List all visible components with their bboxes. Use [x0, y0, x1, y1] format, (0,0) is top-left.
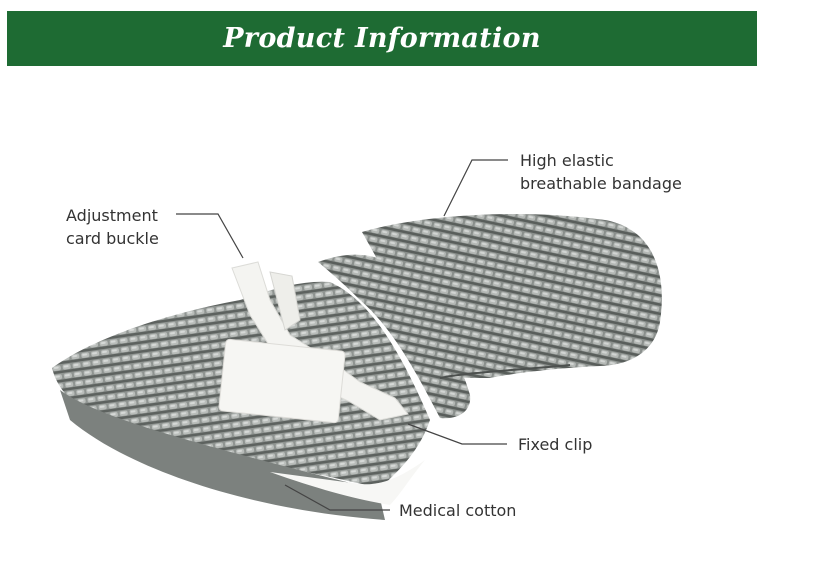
callout-buckle-line1: Adjustment — [66, 206, 158, 225]
callout-adjustment-card-buckle: Adjustment card buckle — [66, 204, 159, 250]
callout-medical-cotton: Medical cotton — [399, 499, 516, 522]
medical-cotton-pad — [270, 460, 425, 505]
bandage-roll — [318, 213, 662, 419]
buckle-top-tab — [269, 271, 301, 331]
flat-strip-edge — [60, 390, 385, 520]
roll-inner-band — [318, 254, 471, 419]
banner-title: Product Information — [223, 23, 541, 54]
callout-elastic-line2: breathable bandage — [520, 174, 682, 193]
callout-fixed-clip: Fixed clip — [518, 433, 592, 456]
callout-high-elastic-bandage: High elastic breathable bandage — [520, 149, 682, 195]
product-information-banner: Product Information — [7, 11, 757, 66]
leader-line-buckle — [176, 213, 244, 259]
leader-line-clip — [407, 423, 507, 445]
callout-leader-lines — [176, 159, 508, 511]
callout-clip-line1: Fixed clip — [518, 435, 593, 454]
leader-line-cotton — [284, 484, 390, 511]
adjustment-buckle-clip — [218, 261, 409, 424]
callout-elastic-line1: High elastic — [520, 151, 614, 170]
buckle-base-plate — [218, 338, 346, 424]
roll-fold-shadow — [439, 364, 571, 379]
callout-cotton-line1: Medical cotton — [399, 501, 517, 520]
callout-buckle-line2: card buckle — [66, 229, 159, 248]
leader-line-elastic — [443, 159, 508, 217]
